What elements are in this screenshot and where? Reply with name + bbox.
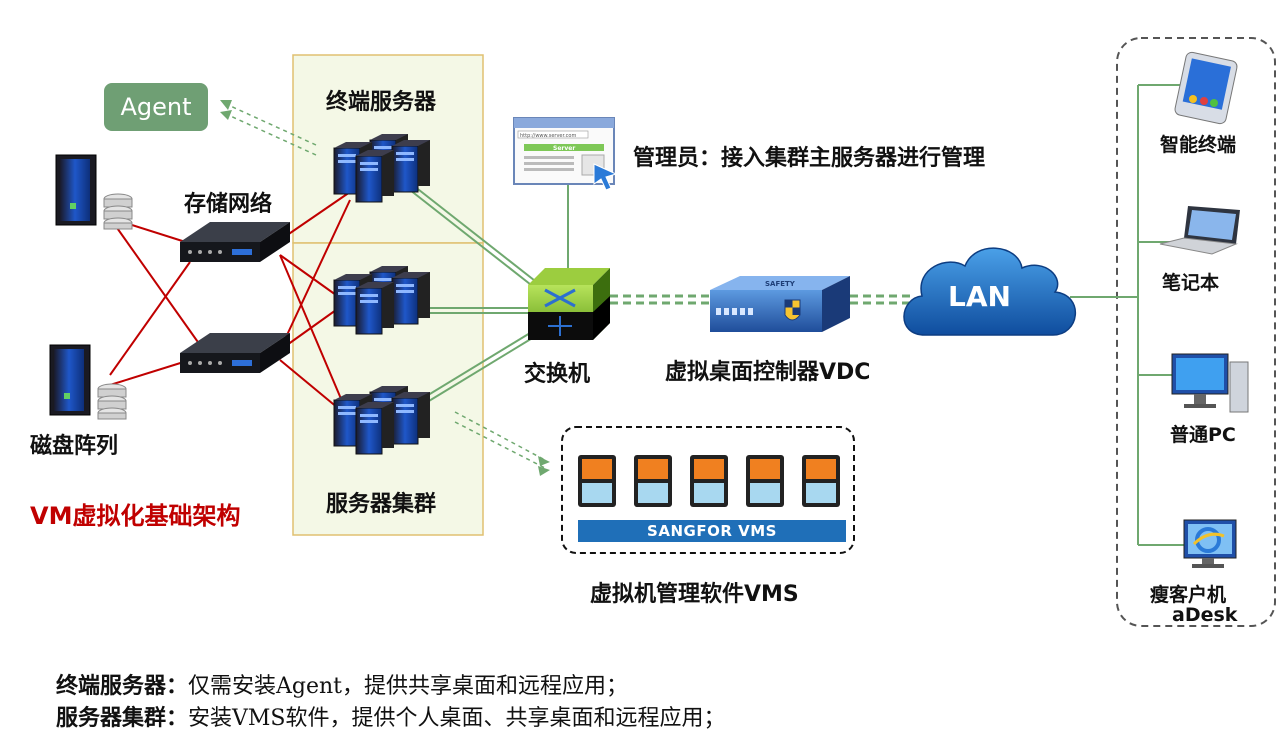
client-label-laptop: 笔记本 — [1162, 272, 1220, 294]
client-label-pc: 普通PC — [1170, 424, 1236, 446]
lan-cloud-icon — [903, 247, 1076, 336]
client-label-thin-sub: aDesk — [1172, 604, 1238, 626]
server-cluster-label: 服务器集群 — [326, 492, 437, 517]
screen-title: Server — [553, 145, 575, 152]
laptop-icon — [1159, 206, 1240, 255]
vdc-appliance-icon: SAFETY — [710, 276, 850, 332]
vm-card — [690, 455, 728, 507]
san-links — [109, 191, 351, 421]
core-switch-icon — [528, 268, 610, 340]
vm-infra-label: VM虚拟化基础架构 — [30, 502, 241, 530]
server-cluster-middle — [334, 266, 430, 334]
note-server-cluster: 服务器集群：安装VMS软件，提供个人桌面、共享桌面和远程应用； — [56, 700, 726, 732]
note-body: 安装VMS软件，提供个人桌面、共享桌面和远程应用； — [188, 706, 726, 731]
note-head: 服务器集群： — [56, 706, 189, 731]
storage-switch-top — [180, 222, 290, 262]
disk-array-top — [55, 154, 133, 230]
vm-card — [746, 455, 784, 507]
vms-panel — [561, 426, 855, 554]
vm-card — [578, 455, 616, 507]
client-label-thin: 瘦客户机 — [1150, 584, 1227, 606]
agent-label: Agent — [120, 93, 192, 121]
disk-array-bottom — [49, 344, 127, 420]
disk-array-label: 磁盘阵列 — [30, 434, 119, 459]
admin-browser-icon: http://www.server.com Server — [513, 117, 618, 191]
thin-client-icon — [1183, 519, 1237, 568]
switch-label: 交换机 — [524, 362, 591, 387]
lan-label: LAN — [948, 280, 1011, 313]
vms-software-label: 虚拟机管理软件VMS — [590, 582, 799, 607]
screen-url: http://www.server.com — [520, 133, 576, 139]
terminal-servers-label: 终端服务器 — [326, 90, 437, 115]
vdc-badge: SAFETY — [765, 280, 796, 288]
note-head: 终端服务器： — [56, 674, 189, 699]
vdc-label: 虚拟桌面控制器VDC — [665, 360, 871, 385]
sangfor-vms-bar: SANGFOR VMS — [578, 520, 846, 542]
agent-box: Agent — [104, 83, 208, 131]
client-label-tablet: 智能终端 — [1160, 134, 1237, 156]
vm-card — [802, 455, 840, 507]
note-body: 仅需安装Agent，提供共享桌面和远程应用； — [188, 674, 629, 699]
storage-network-label: 存储网络 — [184, 192, 273, 217]
terminal-server-cluster — [334, 134, 430, 202]
note-terminal-servers: 终端服务器：仅需安装Agent，提供共享桌面和远程应用； — [56, 668, 628, 700]
client-panel — [1116, 37, 1276, 627]
server-cluster-bottom — [334, 386, 430, 454]
sangfor-vms-label: SANGFOR VMS — [647, 522, 777, 540]
admin-label: 管理员：接入集群主服务器进行管理 — [633, 146, 986, 171]
vm-card — [634, 455, 672, 507]
net-links — [409, 185, 569, 405]
tablet-icon — [1174, 51, 1238, 125]
desktop-pc-icon — [1171, 353, 1249, 413]
